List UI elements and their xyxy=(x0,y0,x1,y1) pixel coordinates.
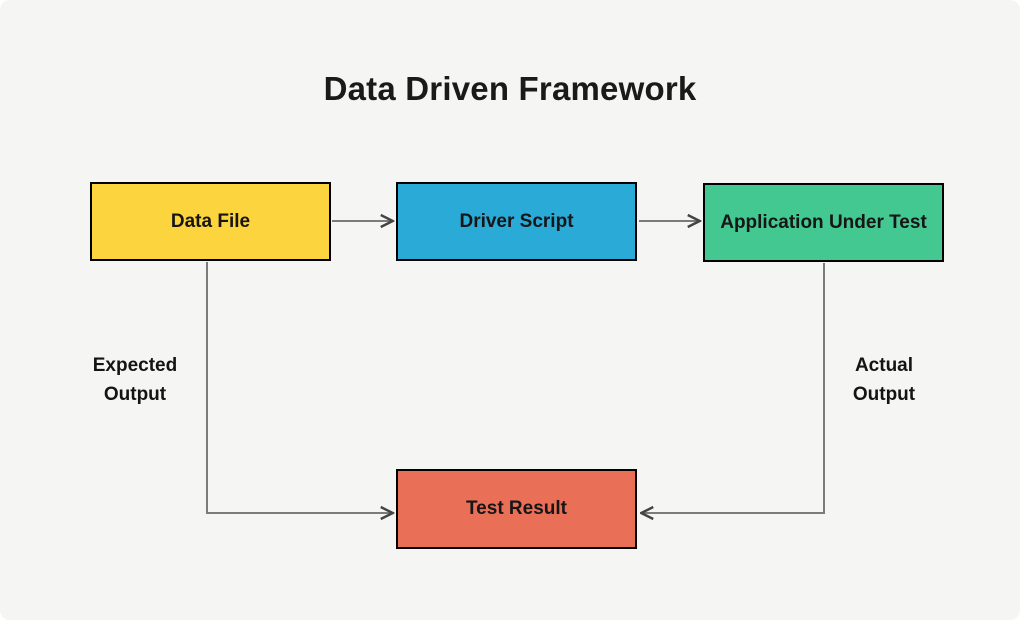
node-driver-script: Driver Script xyxy=(396,182,637,261)
edge-label-expected-output: Expected Output xyxy=(92,355,178,405)
node-data-file: Data File xyxy=(90,182,331,261)
node-test-result-label: Test Result xyxy=(465,498,567,520)
connector-datafile-to-testresult xyxy=(206,262,392,513)
diagram-title: Data Driven Framework xyxy=(323,70,697,107)
node-data-file-label: Data File xyxy=(170,210,251,232)
connector-aut-to-testresult xyxy=(642,263,825,513)
edge-label-actual-output: Actual Output xyxy=(852,355,916,405)
node-application-under-test: Application Under Test xyxy=(703,183,944,262)
node-application-under-test-label: Application Under Test xyxy=(720,211,927,233)
node-test-result: Test Result xyxy=(396,469,637,549)
node-driver-script-label: Driver Script xyxy=(459,210,574,232)
